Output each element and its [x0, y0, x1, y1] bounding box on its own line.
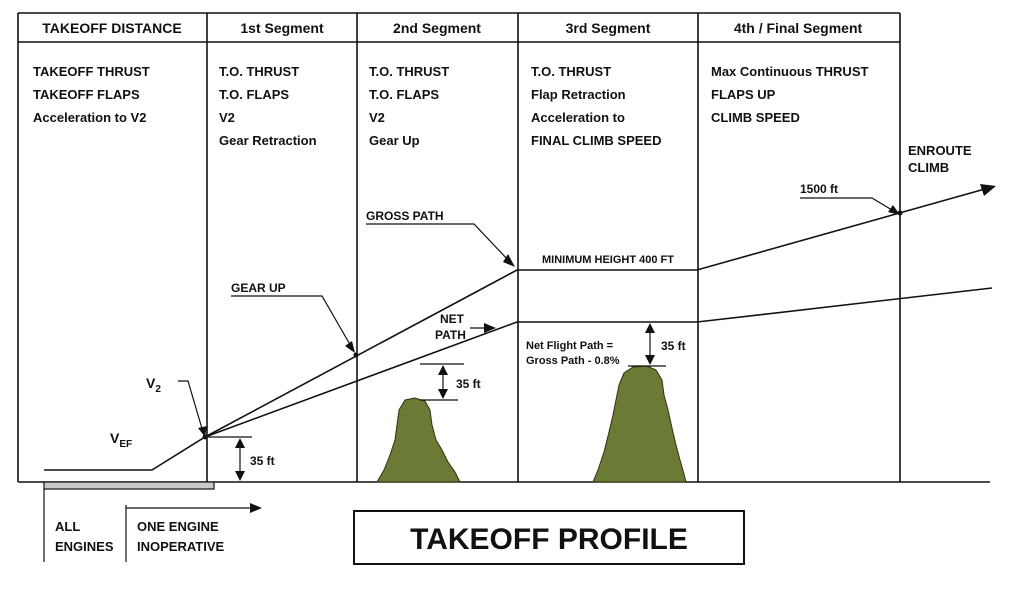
diagram-title: TAKEOFF PROFILE — [410, 523, 688, 556]
header-1st-segment: 1st Segment — [240, 20, 324, 36]
col3-line3: Acceleration to — [531, 110, 625, 125]
label-35ft-2: 35 ft — [456, 377, 481, 391]
35ft-arrow-down-2 — [438, 389, 448, 399]
header-final-segment: 4th / Final Segment — [734, 20, 863, 36]
35ft-arrow-up-3 — [645, 323, 655, 333]
label-net-formula-1: Net Flight Path = — [526, 340, 613, 352]
1500ft-pointer — [800, 197, 898, 214]
col0-line2: TAKEOFF FLAPS — [33, 87, 140, 102]
col3-line4: FINAL CLIMB SPEED — [531, 133, 662, 148]
label-vef: VEF — [110, 430, 132, 450]
label-1500ft: 1500 ft — [800, 182, 838, 196]
col4-line1: Max Continuous THRUST — [711, 64, 868, 79]
label-net-1: NET — [440, 312, 465, 326]
gross-flight-path — [44, 186, 993, 471]
col4-line2: FLAPS UP — [711, 87, 776, 102]
runway — [43, 481, 215, 490]
net-flight-path — [204, 287, 993, 438]
col1-line2: T.O. FLAPS — [219, 87, 289, 102]
v2-point — [202, 434, 208, 440]
label-net-formula-2: Gross Path - 0.8% — [526, 355, 620, 367]
gear-up-pointer — [231, 295, 353, 349]
label-enroute-2: CLIMB — [908, 160, 949, 175]
gear-up-arrowhead — [345, 341, 355, 353]
label-gear-up: GEAR UP — [231, 281, 286, 295]
col4-line3: CLIMB SPEED — [711, 110, 800, 125]
label-oei-1: ONE ENGINE — [137, 519, 219, 534]
col2-line3: V2 — [369, 110, 385, 125]
col2-line4: Gear Up — [369, 133, 420, 148]
col0-line1: TAKEOFF THRUST — [33, 64, 150, 79]
segment-header-frame — [17, 12, 901, 482]
35ft-arrow-up-2 — [438, 365, 448, 375]
label-35ft-3: 35 ft — [661, 339, 686, 353]
col2-line2: T.O. FLAPS — [369, 87, 439, 102]
header-2nd-segment: 2nd Segment — [393, 20, 481, 36]
header-takeoff-distance: TAKEOFF DISTANCE — [42, 20, 181, 36]
35ft-arrow-down-3 — [645, 355, 655, 365]
col1-line1: T.O. THRUST — [219, 64, 299, 79]
col1-line3: V2 — [219, 110, 235, 125]
1500ft-arrowhead — [888, 205, 900, 215]
label-all-2: ENGINES — [55, 539, 114, 554]
title-box — [353, 510, 745, 565]
35ft-arrow-down-1 — [235, 471, 245, 481]
label-net-2: PATH — [435, 328, 466, 342]
col2-line1: T.O. THRUST — [369, 64, 449, 79]
col3-line1: T.O. THRUST — [531, 64, 611, 79]
header-3rd-segment: 3rd Segment — [566, 20, 651, 36]
label-enroute-1: ENROUTE — [908, 143, 972, 158]
v2-arrowhead — [198, 426, 207, 437]
35ft-arrow-up-1 — [235, 438, 245, 448]
label-min-height: MINIMUM HEIGHT 400 FT — [542, 254, 674, 266]
gross-path-arrowhead — [503, 254, 515, 267]
net-path-arrowhead — [484, 323, 496, 333]
1500ft-point — [897, 210, 903, 216]
label-35ft-1: 35 ft — [250, 454, 275, 468]
gear-up-point — [353, 352, 359, 358]
gross-path-pointer — [440, 223, 511, 263]
label-v2: V2 — [146, 375, 161, 395]
obstacle-3rd-segment — [592, 365, 687, 483]
col3-line2: Flap Retraction — [531, 87, 626, 102]
col0-line3: Acceleration to V2 — [33, 110, 146, 125]
label-all-1: ALL — [55, 519, 80, 534]
col1-line4: Gear Retraction — [219, 133, 317, 148]
v2-pointer — [178, 380, 204, 433]
oei-arrowhead — [250, 503, 262, 513]
label-gross-path: GROSS PATH — [366, 209, 444, 223]
obstacle-2nd-segment — [376, 397, 461, 483]
enroute-arrowhead — [980, 184, 996, 196]
label-oei-2: INOPERATIVE — [137, 539, 224, 554]
